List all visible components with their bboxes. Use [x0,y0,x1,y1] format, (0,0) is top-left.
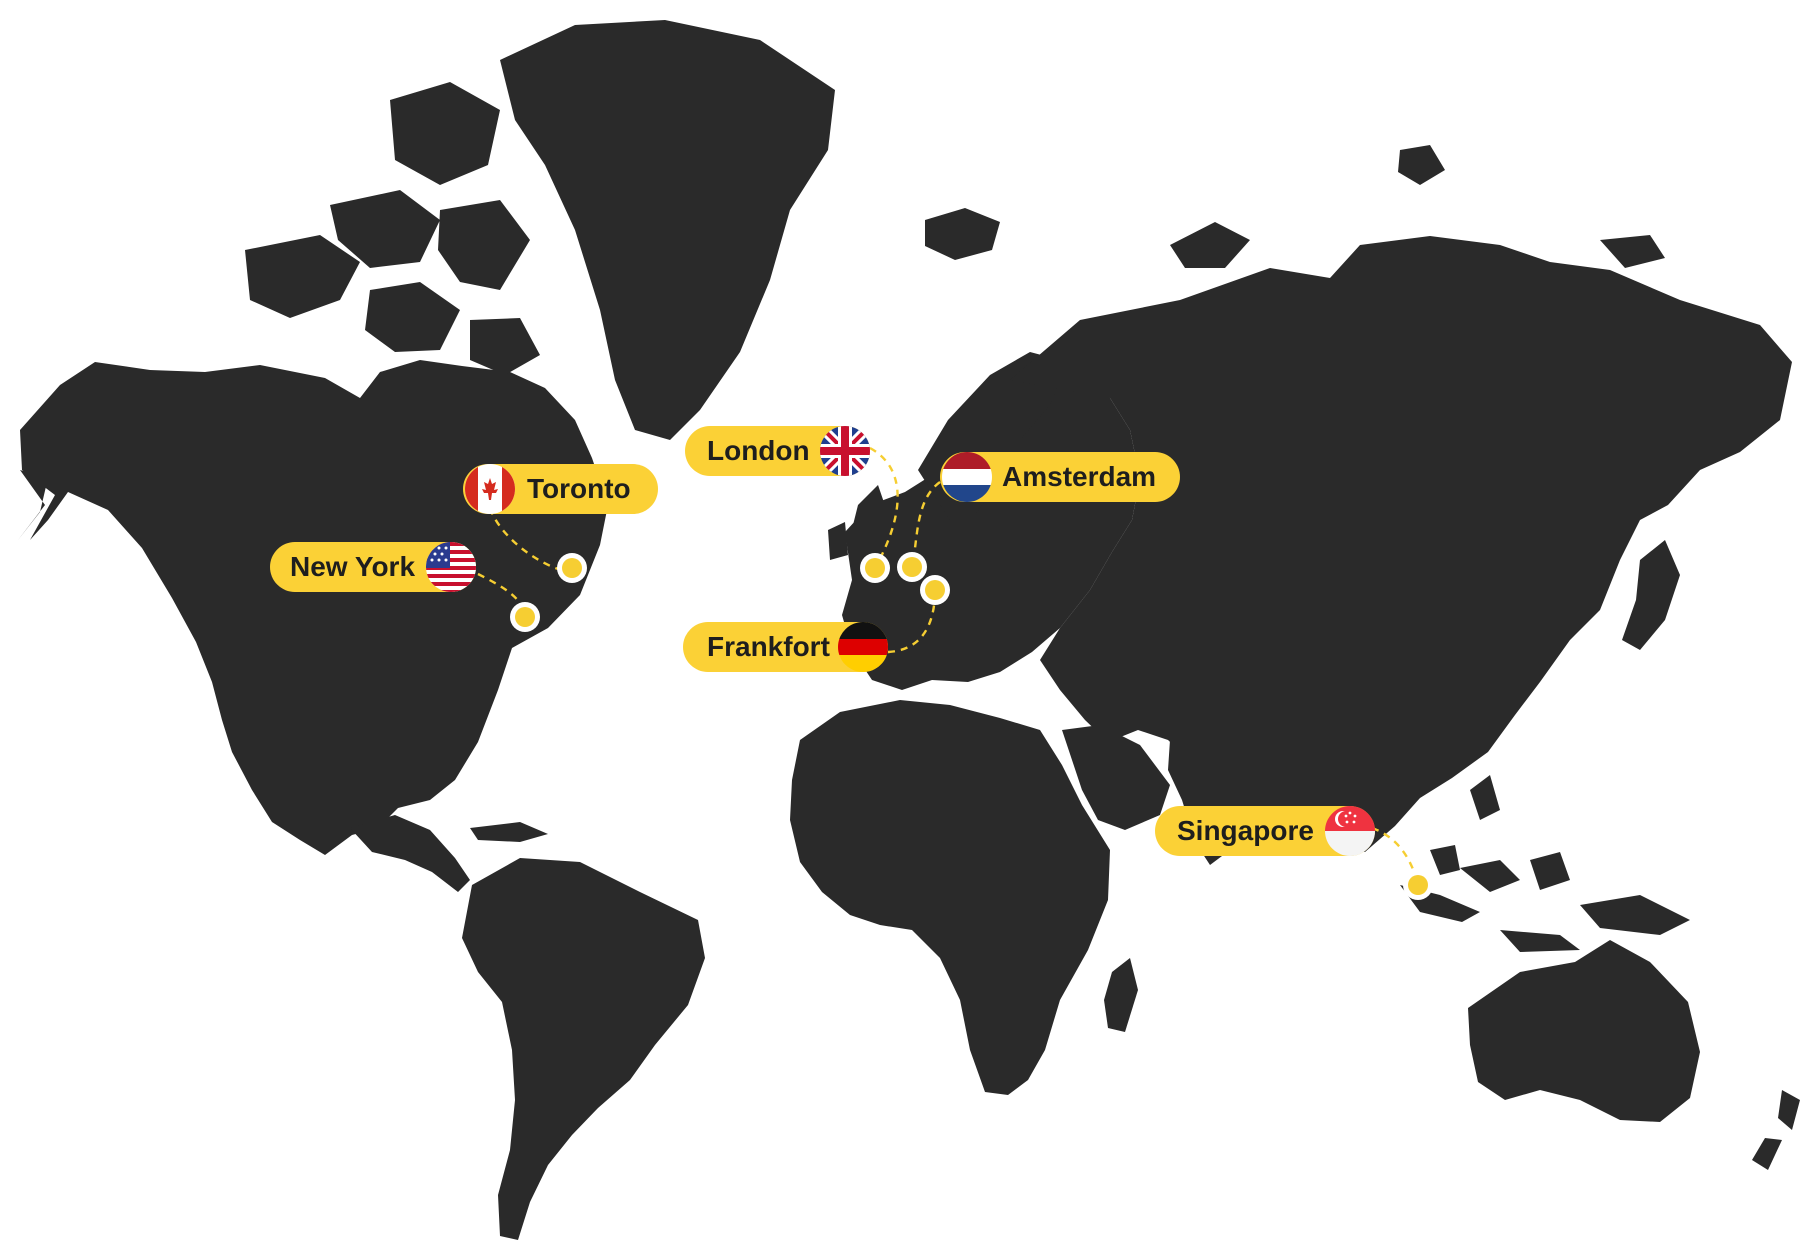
landmass-india [1168,740,1265,865]
landmass-indonesia [1400,775,1690,952]
location-label-amsterdam[interactable]: Amsterdam [940,452,1180,502]
location-label-london[interactable]: London [685,426,870,476]
landmass-madagascar [1104,958,1138,1032]
landmass-japan [1622,540,1680,650]
location-name: New York [290,551,416,582]
landmass-caribbean [470,822,548,842]
location-dot-frankfort[interactable] [920,575,950,605]
landmass-asia [1010,236,1792,852]
landmass-siberian-islands [1170,145,1665,268]
landmass-arctic-islands [245,82,540,375]
location-dot-london[interactable] [860,553,890,583]
location-dot-singapore[interactable] [1403,870,1433,900]
flag-netherlands-icon [942,452,992,502]
location-name: London [707,435,810,466]
landmass-greenland [500,20,835,440]
landmass-north-america [20,360,608,855]
landmass-iceland [925,208,1000,260]
flag-germany-icon [838,622,888,672]
flag-uk-icon [820,426,870,476]
location-label-frankfort[interactable]: Frankfort [683,622,888,672]
location-dot-toronto[interactable] [557,553,587,583]
route-new-york [477,572,527,616]
landmass-europe [842,360,1140,690]
landmass-arabia [1062,725,1170,830]
landmass-australia [1468,940,1700,1122]
location-name: Toronto [527,473,631,504]
route-london [869,446,899,569]
landmass-south-america [462,858,705,1240]
location-label-singapore[interactable]: Singapore [1155,806,1375,856]
landmass-central-america [350,815,470,892]
landmass-new-zealand [1752,1090,1800,1170]
location-dot-new-york[interactable] [510,602,540,632]
location-dot-amsterdam[interactable] [897,552,927,582]
location-name: Frankfort [707,631,830,662]
flag-singapore-icon [1325,806,1375,856]
landmass-alaska [18,470,48,540]
landmass-africa [790,700,1110,1095]
location-label-toronto[interactable]: Toronto [463,464,658,514]
location-label-new-york[interactable]: New York [270,542,476,592]
flag-canada-icon [465,464,515,514]
flag-usa-icon [426,542,476,592]
location-name: Singapore [1177,815,1314,846]
location-name: Amsterdam [1002,461,1157,492]
landmass-british-isles [828,485,890,575]
